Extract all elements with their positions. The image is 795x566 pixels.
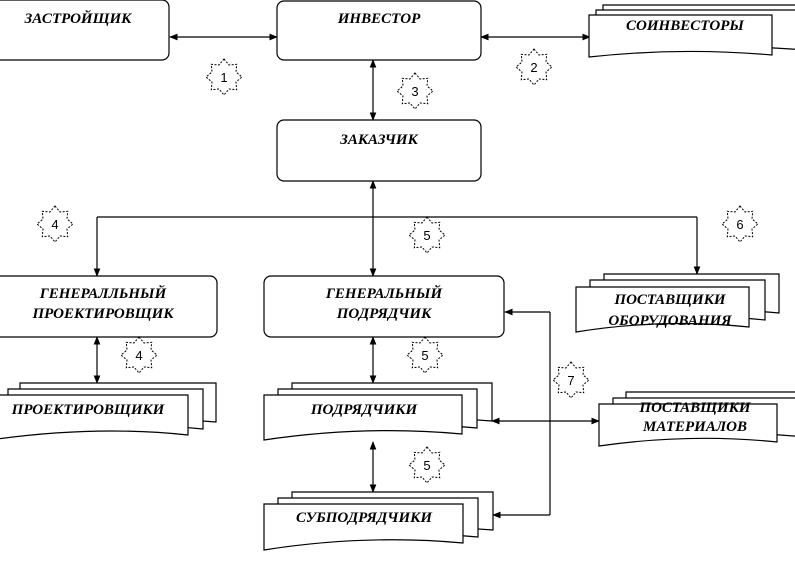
developer-label: ЗАСТРОЙЩИК bbox=[24, 9, 132, 27]
star-badge-icon bbox=[120, 336, 158, 374]
marker-m7: 7 bbox=[552, 361, 590, 399]
marker-number: 5 bbox=[423, 458, 430, 473]
investor-label: ИНВЕСТОР bbox=[337, 11, 421, 27]
star-badge-icon bbox=[396, 72, 434, 110]
material-suppliers-docs: ПОСТАВЩИКИ МАТЕРИАЛОВ bbox=[598, 391, 795, 447]
marker-m2: 2 bbox=[515, 48, 553, 86]
star-badge-icon bbox=[721, 205, 759, 243]
star-badge-icon bbox=[408, 216, 446, 254]
marker-number: 5 bbox=[421, 348, 428, 363]
marker-number: 4 bbox=[135, 348, 142, 363]
equipment-suppliers-label-line2: ОБОРУДОВАНИЯ bbox=[608, 313, 732, 329]
marker-number: 1 bbox=[220, 70, 227, 85]
subcontractors-docs: СУБПОДРЯДЧИКИ bbox=[263, 491, 494, 551]
investor-box: ИНВЕСТОР bbox=[276, 0, 482, 61]
equipment-suppliers-label-line1: ПОСТАВЩИКИ bbox=[613, 292, 726, 308]
marker-number: 4 bbox=[51, 217, 58, 232]
star-badge-icon bbox=[36, 205, 74, 243]
subcontractors-label: СУБПОДРЯДЧИКИ bbox=[296, 510, 433, 526]
marker-m4b: 4 bbox=[120, 336, 158, 374]
customer-label: ЗАКАЗЧИК bbox=[339, 132, 418, 148]
marker-m5c: 5 bbox=[408, 446, 446, 484]
customer-box: ЗАКАЗЧИК bbox=[276, 119, 482, 182]
marker-m5a: 5 bbox=[408, 216, 446, 254]
marker-m6: 6 bbox=[721, 205, 759, 243]
marker-m4a: 4 bbox=[36, 205, 74, 243]
star-badge-icon bbox=[406, 336, 444, 374]
marker-number: 2 bbox=[530, 60, 537, 75]
marker-layer: 1 2 3 4 5 6 4 5 7 5 bbox=[36, 48, 759, 484]
general-contractor-box: ГЕНЕРАЛЬНЫЙ ПОДРЯДЧИК bbox=[263, 275, 505, 338]
coinvestors-docs: СОИНВЕСТОРЫ bbox=[588, 4, 795, 58]
equipment-suppliers-docs: ПОСТАВЩИКИ ОБОРУДОВАНИЯ bbox=[575, 273, 780, 333]
general-designer-box: ГЕНЕРАЛЛЬНЫЙ ПРОЕКТИРОВЩИК bbox=[0, 275, 218, 338]
marker-m3: 3 bbox=[396, 72, 434, 110]
marker-number: 3 bbox=[411, 84, 418, 99]
general-designer-label-line2: ПРОЕКТИРОВЩИК bbox=[31, 306, 174, 322]
star-badge-icon bbox=[408, 446, 446, 484]
marker-number: 7 bbox=[567, 373, 574, 388]
developer-box: ЗАСТРОЙЩИК bbox=[0, 0, 170, 61]
contractors-label: ПОДРЯДЧИКИ bbox=[310, 402, 419, 418]
general-contractor-label-line2: ПОДРЯДЧИК bbox=[336, 306, 432, 322]
marker-number: 6 bbox=[736, 217, 743, 232]
material-suppliers-label-line1: ПОСТАВЩИКИ bbox=[638, 400, 751, 416]
star-badge-icon bbox=[515, 48, 553, 86]
general-contractor-label-line1: ГЕНЕРАЛЬНЫЙ bbox=[325, 284, 444, 302]
star-badge-icon bbox=[552, 361, 590, 399]
marker-m5b: 5 bbox=[406, 336, 444, 374]
material-suppliers-label-line2: МАТЕРИАЛОВ bbox=[642, 419, 747, 435]
general-designer-label-line1: ГЕНЕРАЛЛЬНЫЙ bbox=[39, 284, 168, 302]
designers-label: ПРОЕКТИРОВЩИКИ bbox=[11, 402, 166, 418]
marker-m1: 1 bbox=[205, 58, 243, 96]
marker-number: 5 bbox=[423, 228, 430, 243]
star-badge-icon bbox=[205, 58, 243, 96]
coinvestors-label: СОИНВЕСТОРЫ bbox=[626, 18, 744, 34]
designers-docs: ПРОЕКТИРОВЩИКИ bbox=[0, 382, 217, 440]
contractors-docs: ПОДРЯДЧИКИ bbox=[263, 382, 493, 441]
